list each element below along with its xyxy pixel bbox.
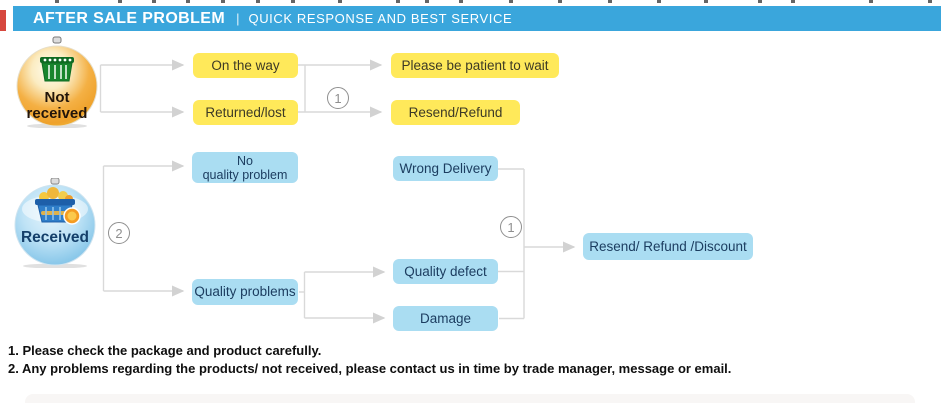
top-edge-artifact [118,0,122,3]
box-quality-problems: Quality problems [192,279,298,305]
top-edge-artifact [425,0,429,3]
group-marker-1-top: 1 [327,87,349,109]
box-quality-defect: Quality defect [393,259,498,284]
received-badge: Received [14,178,96,268]
received-label: Received [21,229,89,246]
footnote-2: 2. Any problems regarding the products/ … [8,361,732,376]
box-be-patient: Please be patient to wait [391,53,559,78]
box-no-quality-problem-line1: No [237,153,253,168]
top-edge-artifact [291,0,295,3]
top-edge-artifact [509,0,513,3]
section-subtitle: QUICK RESPONSE AND BEST SERVICE [248,11,513,26]
top-edge-artifact [704,0,708,3]
section-header-banner: AFTER SALE PROBLEM | QUICK RESPONSE AND … [13,6,941,31]
top-edge-artifact [758,0,762,3]
box-on-the-way: On the way [193,53,298,78]
top-edge-artifact [928,0,932,3]
top-edge-artifact [459,0,463,3]
top-edge-artifact [152,0,156,3]
footnote-1: 1. Please check the package and product … [8,343,322,358]
box-no-quality-problem-line2: quality problem [202,167,288,182]
footnotes: 1. Please check the package and product … [8,343,933,379]
top-edge-artifact [869,0,873,3]
orange-ball [16,45,98,127]
top-edge-artifact [791,0,795,3]
top-edge-artifact [657,0,661,3]
top-edge-artifact [396,0,400,3]
title-separator: | [236,11,240,26]
badge-shadow [23,263,87,268]
not-received-label-line2: received [27,105,88,122]
tag-clip-icon [52,36,62,44]
top-edge-artifact [558,0,562,3]
box-resend-refund: Resend/Refund [391,100,520,125]
box-damage: Damage [393,306,498,331]
section-title: AFTER SALE PROBLEM [33,9,226,27]
green-basket-icon [40,57,74,82]
next-section-edge [25,394,915,403]
box-returned-lost: Returned/lost [193,100,298,125]
not-received-label-line1: Not [45,89,70,106]
top-edge-artifact [186,0,190,3]
left-edge-red-accent [0,10,6,31]
top-edge-artifact [608,0,612,3]
top-edge-artifact [338,0,342,3]
top-edge-artifact [55,0,59,3]
box-no-quality-problem: No quality problem [192,152,298,183]
tag-clip-icon [50,178,60,185]
top-edge-artifact [256,0,260,3]
group-marker-1-bottom: 1 [500,216,522,238]
not-received-badge: Not received [16,36,98,128]
blue-basket-icon [35,187,81,225]
box-resend-refund-discount: Resend/ Refund /Discount [583,233,753,260]
group-marker-2: 2 [108,222,130,244]
box-wrong-delivery: Wrong Delivery [393,156,498,181]
top-edge-artifact [221,0,225,3]
